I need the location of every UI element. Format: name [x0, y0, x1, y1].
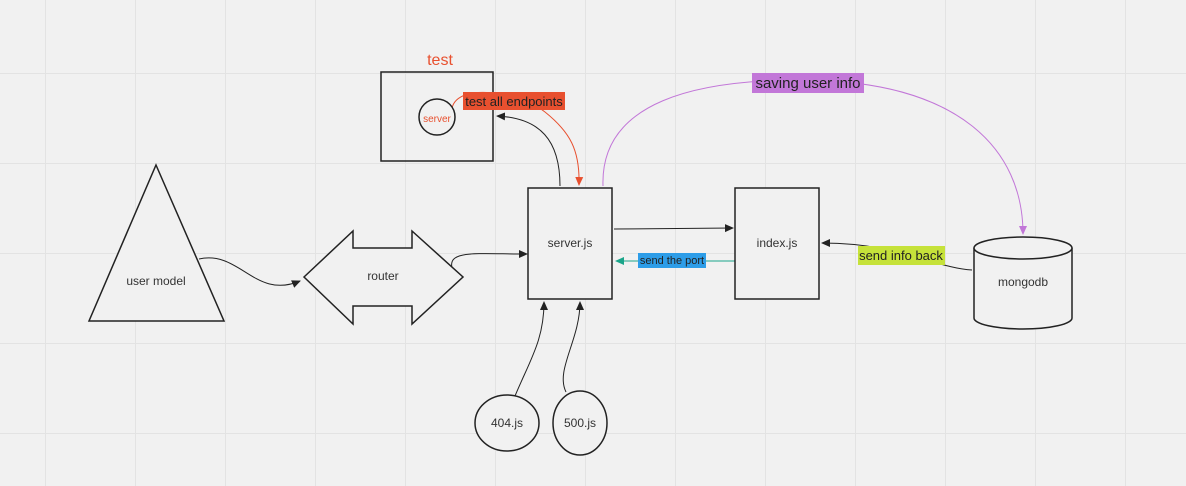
tag-test-all-endpoints-text: test all endpoints: [465, 94, 563, 109]
index-js-label: index.js: [757, 236, 798, 250]
router-node[interactable]: [302, 229, 465, 326]
err404-label: 404.js: [491, 416, 523, 430]
connector-usermodel-router[interactable]: [198, 257, 301, 288]
tag-saving-user-info-text: saving user info: [755, 75, 860, 92]
server-js-label: server.js: [548, 236, 593, 250]
err500-node[interactable]: [552, 390, 608, 456]
index-js-node[interactable]: [734, 187, 820, 300]
err404-node[interactable]: [474, 394, 540, 452]
server-js-node[interactable]: [527, 187, 613, 300]
tag-send-the-port-text: send the port: [640, 255, 704, 267]
connector-500-server[interactable]: [562, 301, 584, 393]
test-frame[interactable]: [380, 71, 494, 162]
tag-test-all-endpoints[interactable]: test all endpoints: [463, 92, 565, 110]
tag-send-info-back[interactable]: send info back: [858, 246, 945, 265]
tag-send-info-back-text: send info back: [859, 248, 943, 263]
user-model-label: user model: [126, 274, 185, 288]
err500-label: 500.js: [564, 416, 596, 430]
test-server-label: server: [423, 114, 451, 125]
connector-404-server[interactable]: [514, 301, 548, 397]
tag-saving-user-info[interactable]: saving user info: [752, 73, 864, 93]
mongodb-label: mongodb: [998, 275, 1048, 289]
frame-title: test: [427, 52, 453, 69]
mongodb-node[interactable]: [973, 236, 1073, 330]
connector-router-server[interactable]: [451, 249, 528, 269]
tag-send-the-port[interactable]: send the port: [638, 253, 706, 268]
router-label: router: [367, 269, 398, 283]
connector-server-index[interactable]: [613, 224, 734, 233]
user-model-node[interactable]: [87, 163, 226, 322]
test-server-circle[interactable]: [418, 98, 456, 136]
connector-server-test[interactable]: [496, 112, 561, 187]
